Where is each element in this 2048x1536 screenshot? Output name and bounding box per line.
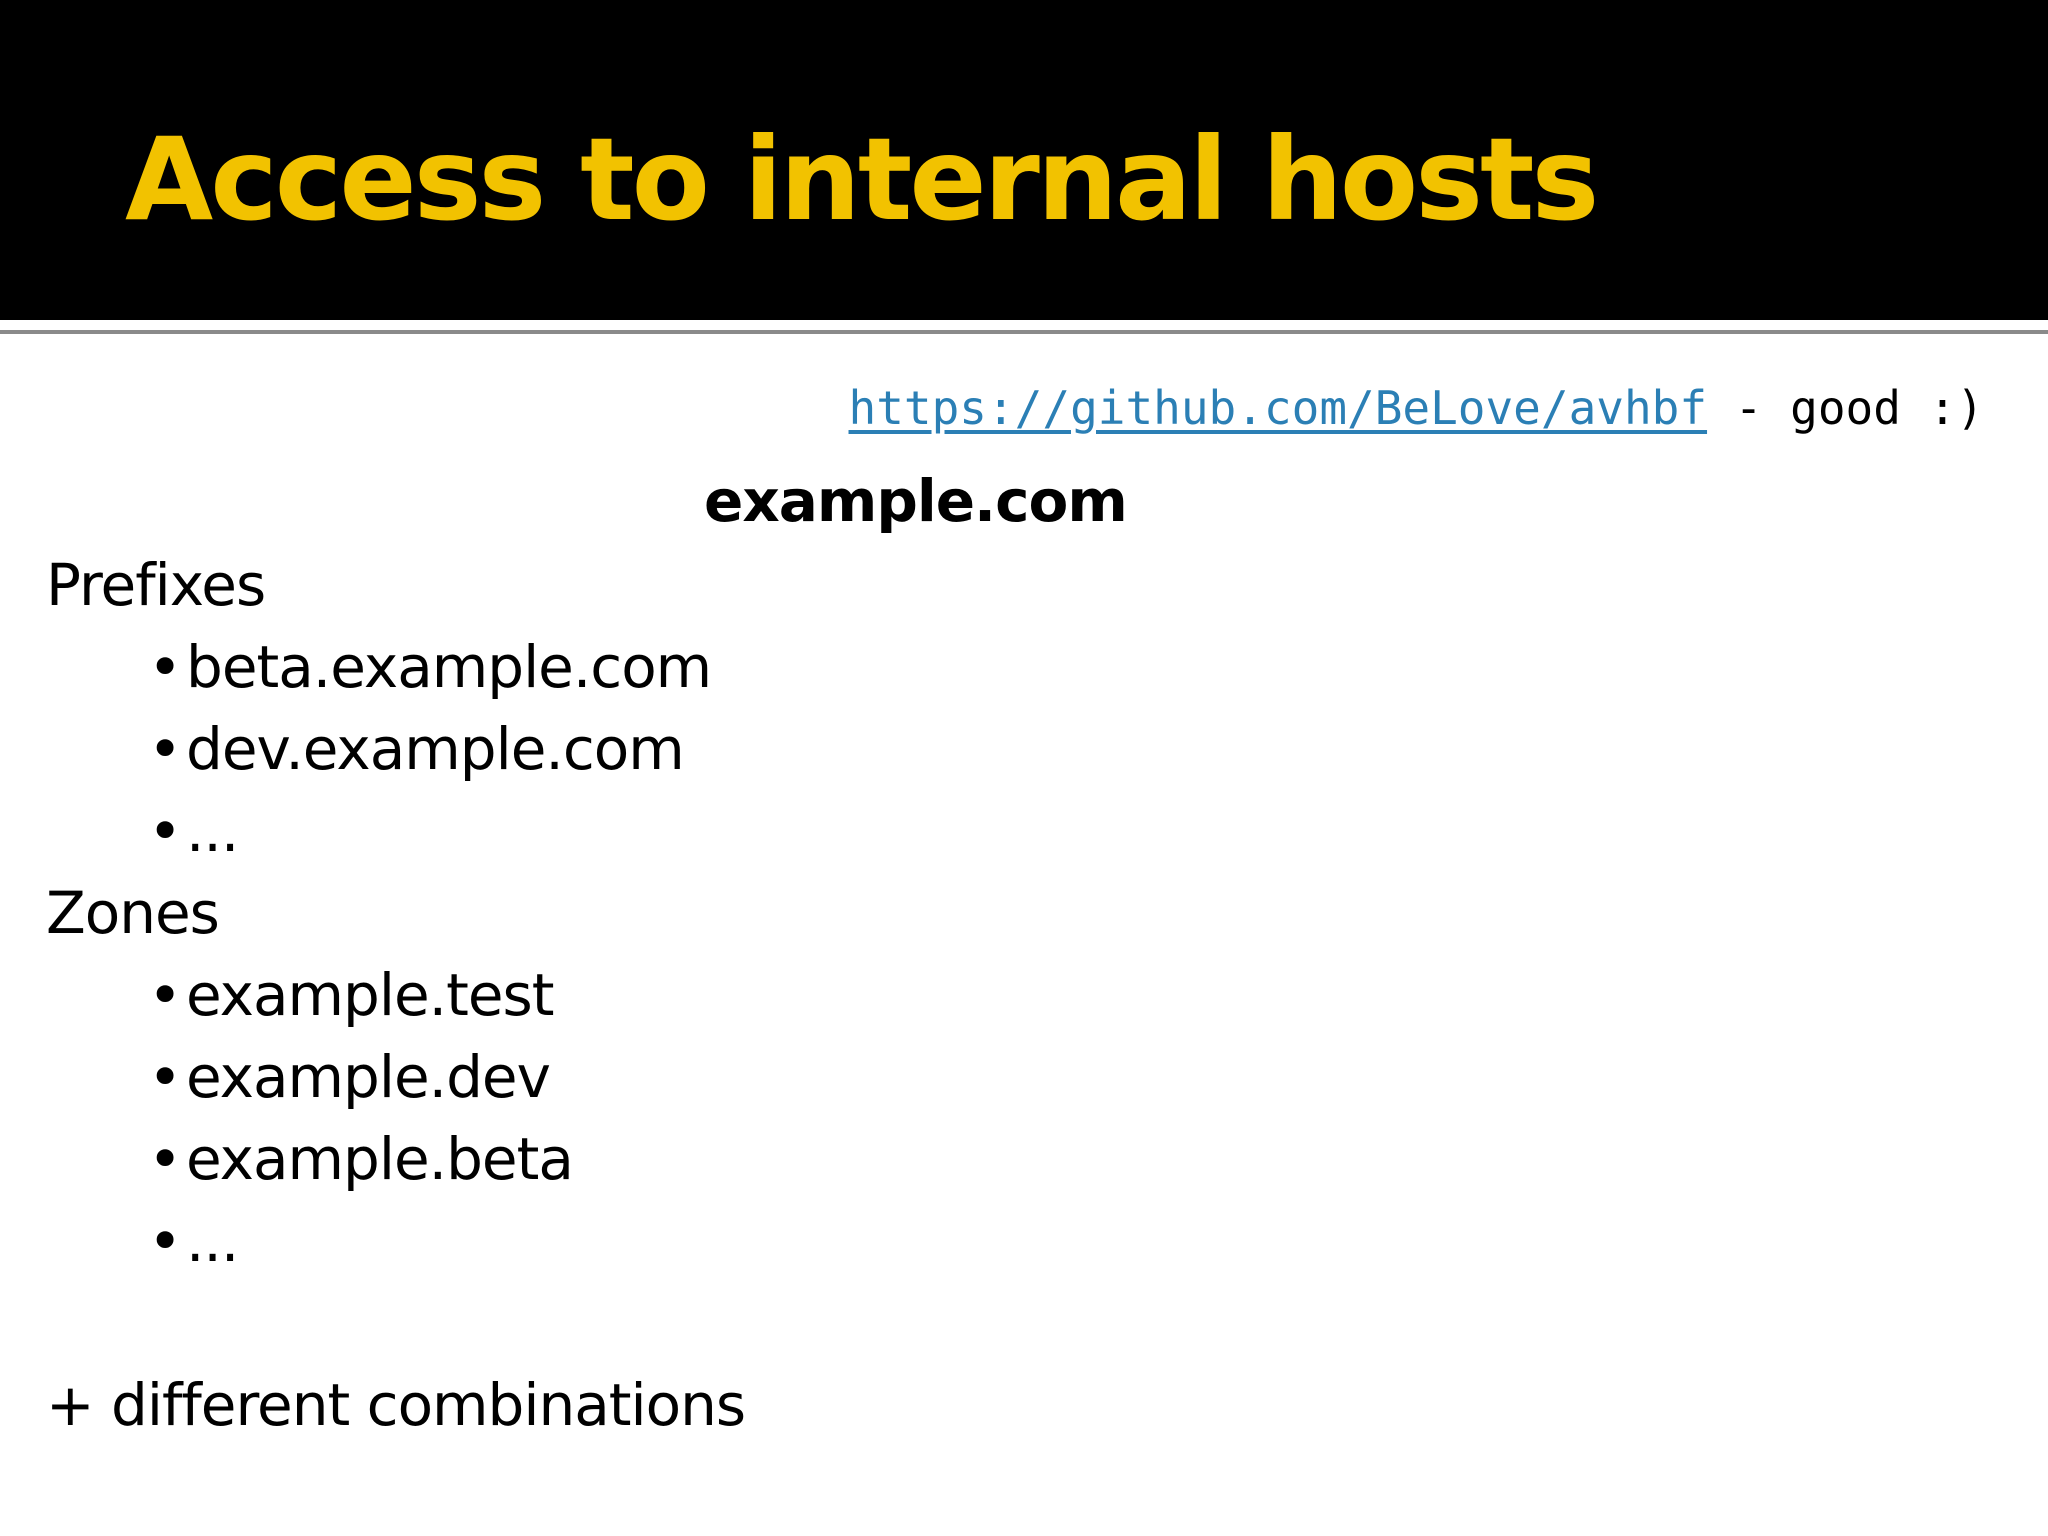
domain-heading: example.com: [704, 467, 1128, 535]
list-item: •dev.example.com: [148, 708, 745, 790]
bullet-icon: •: [148, 633, 182, 701]
section-label-prefixes: Prefixes: [46, 551, 266, 619]
slide-content: Prefixes •beta.example.com •dev.example.…: [46, 544, 746, 1446]
list-item-text: dev.example.com: [186, 715, 685, 783]
list-item: •...: [148, 1200, 745, 1282]
title-bar: Access to internal hosts: [0, 0, 2048, 320]
list-item: •example.test: [148, 954, 745, 1036]
zones-list: •example.test •example.dev •example.beta…: [46, 954, 745, 1282]
slide-title: Access to internal hosts: [125, 113, 1599, 246]
list-item-text: ...: [186, 1207, 239, 1275]
bullet-icon: •: [148, 715, 182, 783]
bullet-icon: •: [148, 1207, 182, 1275]
bullet-icon: •: [148, 797, 182, 865]
footer-note: + different combinations: [46, 1371, 746, 1439]
reference-line: https://github.com/BeLove/avhbf - good :…: [849, 378, 1984, 438]
bullet-icon: •: [148, 1043, 182, 1111]
list-item: •beta.example.com: [148, 626, 745, 708]
list-item: •example.dev: [148, 1036, 745, 1118]
list-item-text: example.test: [186, 961, 554, 1029]
title-divider-white: [0, 320, 2048, 330]
list-item: •...: [148, 790, 745, 872]
title-divider-gray: [0, 330, 2048, 334]
list-item-text: beta.example.com: [186, 633, 712, 701]
list-item-text: example.beta: [186, 1125, 574, 1193]
prefixes-list: •beta.example.com •dev.example.com •...: [46, 626, 745, 872]
list-item-text: ...: [186, 797, 239, 865]
section-label-zones: Zones: [46, 879, 220, 947]
github-link[interactable]: https://github.com/BeLove/avhbf: [848, 381, 1708, 435]
list-item-text: example.dev: [186, 1043, 551, 1111]
list-item: •example.beta: [148, 1118, 745, 1200]
spacer: [46, 1282, 745, 1364]
bullet-icon: •: [148, 1125, 182, 1193]
link-comment: - good :): [1707, 381, 1984, 435]
bullet-icon: •: [148, 961, 182, 1029]
